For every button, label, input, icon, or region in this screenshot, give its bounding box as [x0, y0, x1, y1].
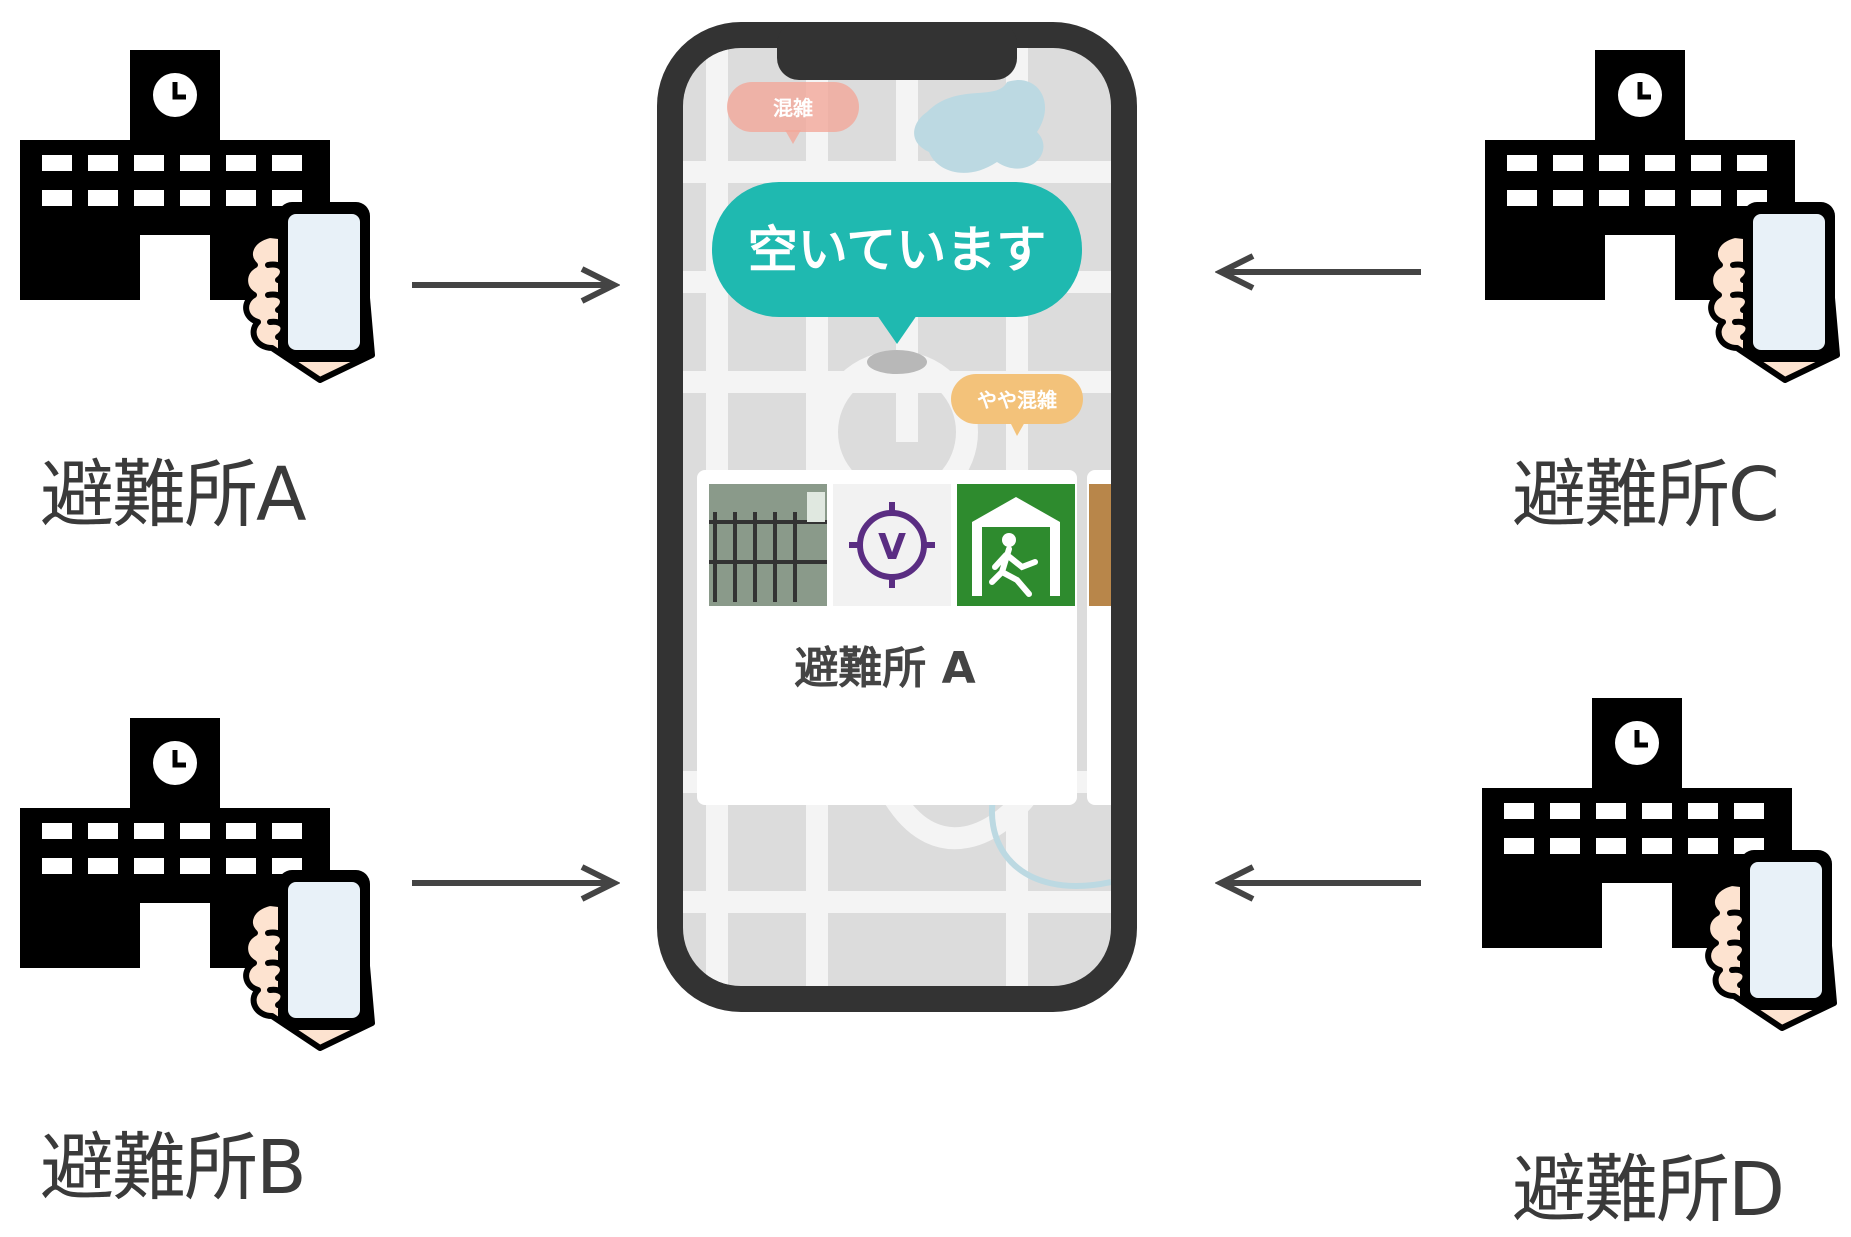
arrow-left-icon	[1215, 253, 1421, 291]
school-building-icon	[20, 50, 420, 410]
busy-label: 混雑	[773, 96, 813, 120]
busy-marker: 混雑	[727, 82, 859, 144]
compass-logo-icon: V	[833, 484, 951, 606]
svg-text:V: V	[878, 527, 906, 568]
school-building-icon	[1485, 50, 1851, 410]
available-label: 空いています	[748, 221, 1047, 279]
emergency-exit-icon	[957, 484, 1075, 606]
somewhat-busy-marker: やや混雑	[951, 374, 1083, 436]
smartphone-screen: 混雑 空いています やや混雑 V	[657, 22, 1137, 1012]
shelter-d-label: 避難所D	[1512, 1147, 1785, 1233]
school-building-icon	[20, 718, 420, 1078]
card-title: 避難所 A	[794, 643, 976, 694]
arrow-left-icon	[1215, 864, 1421, 902]
school-building-icon	[1482, 698, 1851, 1058]
arrow-right-icon	[412, 864, 620, 902]
somewhat-busy-label: やや混雑	[977, 388, 1057, 412]
shelter-c-label: 避難所C	[1512, 452, 1780, 538]
arrow-right-icon	[412, 266, 620, 304]
shelter-b-label: 避難所B	[40, 1125, 307, 1211]
shelter-a-label: 避難所A	[40, 452, 307, 538]
available-marker: 空いています	[712, 182, 1082, 374]
